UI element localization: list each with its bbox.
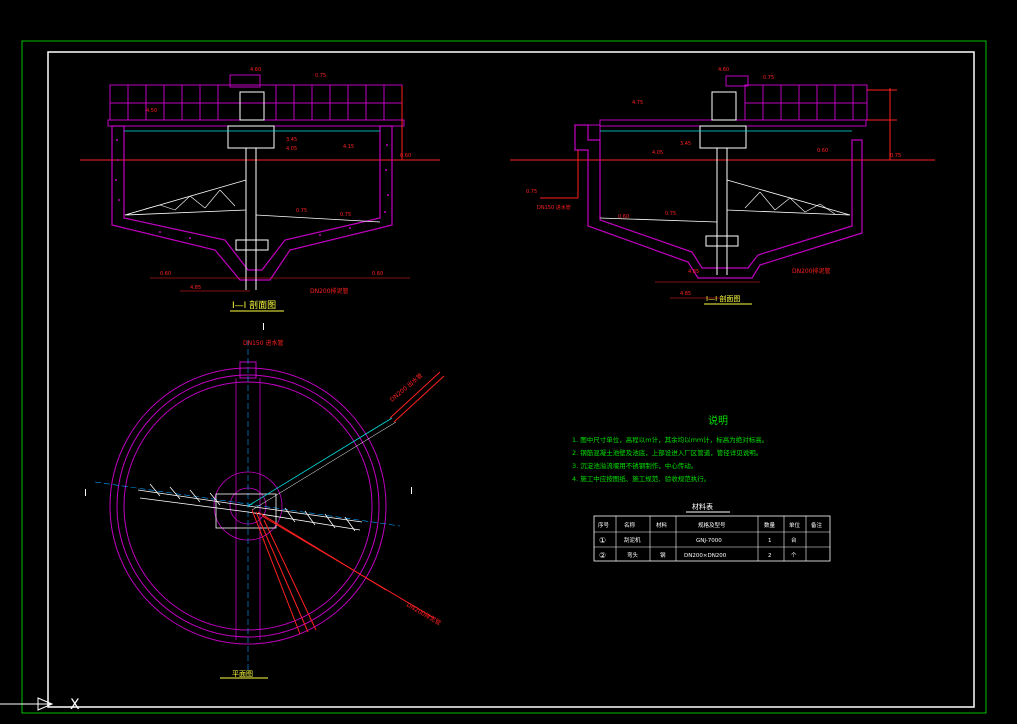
table-cell: ① [599,536,606,545]
level-label: 0.75 [296,208,307,214]
table-header: 材料 [656,521,668,529]
level-label: 4.05 [286,146,297,152]
table-header: 单位 [789,521,801,529]
table-cell: 个 [791,552,797,559]
level-label: 4.85 [190,285,201,291]
plan-title: 平面图 [232,670,253,678]
inner-frame [47,51,975,708]
table-header: 数量 [764,521,776,529]
note-item: 3. 沉淀池溢流堰用不锈钢制作，中心传动。 [572,461,697,470]
material-table-title: 材料表 [692,502,713,511]
left-section-title: I—I 剖面图 [232,299,276,311]
level-label: 3.45 [680,141,691,147]
level-label: 0.60 [618,214,629,220]
level-label: 4.60 [250,67,261,73]
right-section-title: I—I 剖面图 [706,294,740,303]
table-header: 名称 [624,521,636,529]
level-label: 4.85 [680,291,691,297]
table-cell: 钢 [660,551,666,559]
drain-pipe-label: DN200排泥管 [792,267,831,275]
note-item: 2. 钢筋混凝土池壁及池底，上部设进入厂区管道，管径详见说明。 [572,448,762,457]
level-label: 4.50 [146,108,157,114]
left-section-view: 4.60 0.75 4.50 3.45 4.05 4.15 0.60 0.75 … [80,67,440,312]
level-label: 4.85 [688,269,699,275]
note-item: 4. 施工中应按图纸、施工规范、验收规范执行。 [572,474,710,483]
inlet-pipe-label: DN150 进水管 [537,204,571,211]
outer-frame [21,40,987,714]
table-header: 规格及型号 [698,521,726,529]
table-cell: 2 [768,553,772,559]
notes-block: 说明 1. 图中尺寸单位，高程以m计，其余均以mm计，标高为绝对标高。 2. 钢… [572,414,768,483]
level-label: 4.15 [343,144,354,150]
level-label: 0.60 [160,271,171,277]
level-label: 0.75 [340,212,351,218]
plan-view: I I I DN150 进水管 DN200 出水管 DN200排泥管 平面图 [84,322,445,679]
level-label: 0.75 [665,211,676,217]
material-table: 材料表 序号 名称 材料 规格及型号 数量 单位 备注 ① 刮泥机 GNJ-70… [593,502,831,562]
right-section-view: 4.60 0.75 4.75 4.05 3.45 0.60 0.75 0.75 … [510,67,935,305]
level-label: 4.60 [718,67,729,73]
level-label: 0.60 [372,271,383,277]
table-cell: 1 [768,538,772,544]
ucs-x-label: X [70,697,80,713]
notes-title: 说明 [708,414,728,427]
level-label: 4.05 [652,150,663,156]
section-mark-left: I [84,488,87,499]
level-label: 0.75 [315,73,326,79]
section-mark-top: I [262,322,265,333]
level-label: 4.75 [632,100,643,106]
level-label: 0.75 [890,153,901,159]
level-label: 0.75 [526,189,537,195]
section-mark-right: I [410,486,413,497]
table-header: 备注 [811,521,823,529]
drain-pipe-label: DN200排泥管 [310,287,349,295]
table-cell: GNJ-7000 [696,538,722,544]
table-cell: ② [599,551,606,560]
table-cell: 台 [791,536,797,544]
table-header: 序号 [598,521,610,529]
level-label: 0.60 [400,153,411,159]
level-label: 3.45 [286,137,297,143]
note-item: 1. 图中尺寸单位，高程以m计，其余均以mm计，标高为绝对标高。 [572,435,768,444]
level-label: 0.75 [763,75,774,81]
table-cell: DN200×DN200 [684,553,727,559]
inlet-pipe-label: DN150 进水管 [243,339,283,347]
drain-pipe-label: DN200排泥管 [405,601,442,627]
table-cell: 刮泥机 [624,536,641,544]
table-cell: 弯头 [627,551,639,559]
ucs-icon: X [0,697,80,713]
level-label: 0.60 [817,148,828,154]
